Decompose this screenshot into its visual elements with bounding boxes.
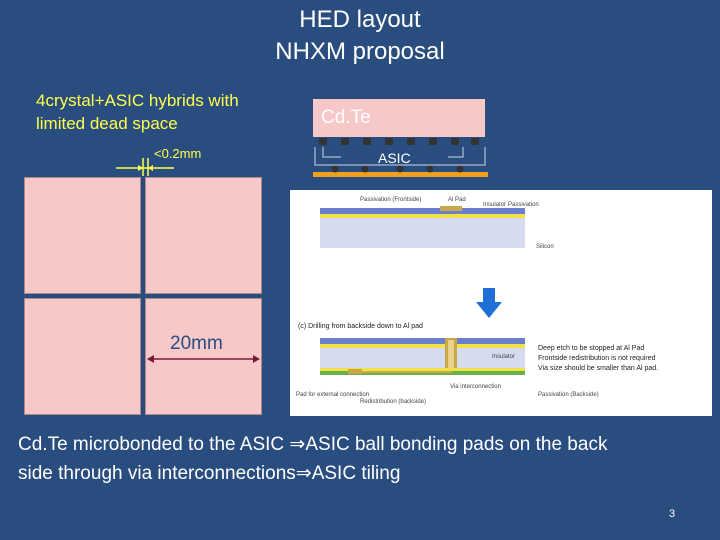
- page-number: 3: [669, 508, 676, 520]
- hybrid-description-line-1: 4crystal+ASIC hybrids with: [36, 91, 239, 110]
- hybrid-tile-bottom-left: [24, 298, 141, 415]
- hybrid-tile-top-right: [145, 177, 262, 294]
- size-dimension-arrow: [147, 355, 260, 363]
- asic-chip-outline: [313, 147, 488, 177]
- frontside-passivation-layer: [320, 208, 525, 214]
- tsv-process-drawing: Passivation (Frontside) Al Pad Insulator…: [296, 197, 658, 405]
- label-redistribution: Redistribution (backside): [360, 399, 426, 405]
- label-passivation-backside: Passivation (Backside): [538, 392, 599, 398]
- hybrid-tile-top-left: [24, 177, 141, 294]
- label-passivation-frontside: Passivation (Frontside): [360, 197, 421, 203]
- via-core: [448, 340, 454, 368]
- cdte-label: Cd.Te: [321, 107, 371, 128]
- caption-line-1: Cd.Te microbonded to the ASIC ⇒ASIC ball…: [18, 434, 608, 455]
- backside-insulator: [320, 368, 525, 371]
- note-line-1: Deep etch to be stopped at Al Pad: [538, 345, 644, 352]
- external-pad: [348, 369, 362, 374]
- backside-redistribution: [362, 371, 452, 373]
- hybrid-description-line-2: limited dead space: [36, 114, 178, 133]
- label-passivation-top: Passivation: [508, 202, 539, 208]
- frontside-passivation-bottom: [320, 338, 525, 344]
- note-line-2: Frontside redistribution is not required: [538, 355, 656, 362]
- title-line-2: NHXM proposal: [275, 38, 445, 65]
- process-down-arrow: [476, 288, 502, 318]
- tsv-process-figure: Passivation (Frontside) Al Pad Insulator…: [290, 190, 712, 416]
- hybrid-tile-bottom-right: [145, 298, 262, 415]
- silicon-substrate-bottom: [320, 348, 525, 368]
- label-insulator-bottom: Insulator: [492, 354, 515, 360]
- microbump-row: [319, 138, 479, 145]
- title-line-1: HED layout: [299, 6, 421, 33]
- al-pad-top: [440, 206, 462, 211]
- gap-marker: [116, 158, 174, 176]
- label-pad-external: Pad for external connection: [296, 392, 369, 398]
- gap-label: <0.2mm: [154, 146, 202, 161]
- insulator-layer-bottom: [320, 344, 525, 348]
- asic-label: ASIC: [378, 150, 411, 166]
- cdte-crystal-box: Cd.Te: [313, 99, 485, 137]
- label-insulator-top: Insulator: [483, 202, 506, 208]
- label-via-interconnection: Via interconnection: [450, 384, 501, 390]
- silicon-substrate-top: [320, 218, 525, 248]
- note-line-3: Via size should be smaller than Al pad.: [538, 365, 658, 372]
- insulator-layer-top: [320, 214, 525, 218]
- caption-line-2: side through via interconnections⇒ASIC t…: [18, 463, 401, 484]
- label-silicon: Silicon: [536, 244, 554, 250]
- label-al-pad: Al Pad: [448, 197, 466, 203]
- step-label: (c) Drilling from backside down to Al pa…: [298, 323, 423, 330]
- size-label: 20mm: [170, 333, 223, 354]
